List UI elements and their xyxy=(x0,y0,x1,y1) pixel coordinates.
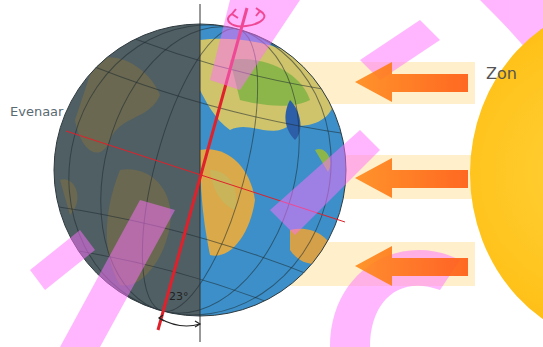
globe xyxy=(17,0,382,347)
sun-label: Zon xyxy=(486,64,543,83)
angle-arc xyxy=(159,315,200,327)
sun-shape: Zon xyxy=(470,0,543,347)
equator-label: Evenaar xyxy=(10,104,63,119)
watermark xyxy=(30,0,543,347)
angle-label: 23° xyxy=(169,290,189,303)
